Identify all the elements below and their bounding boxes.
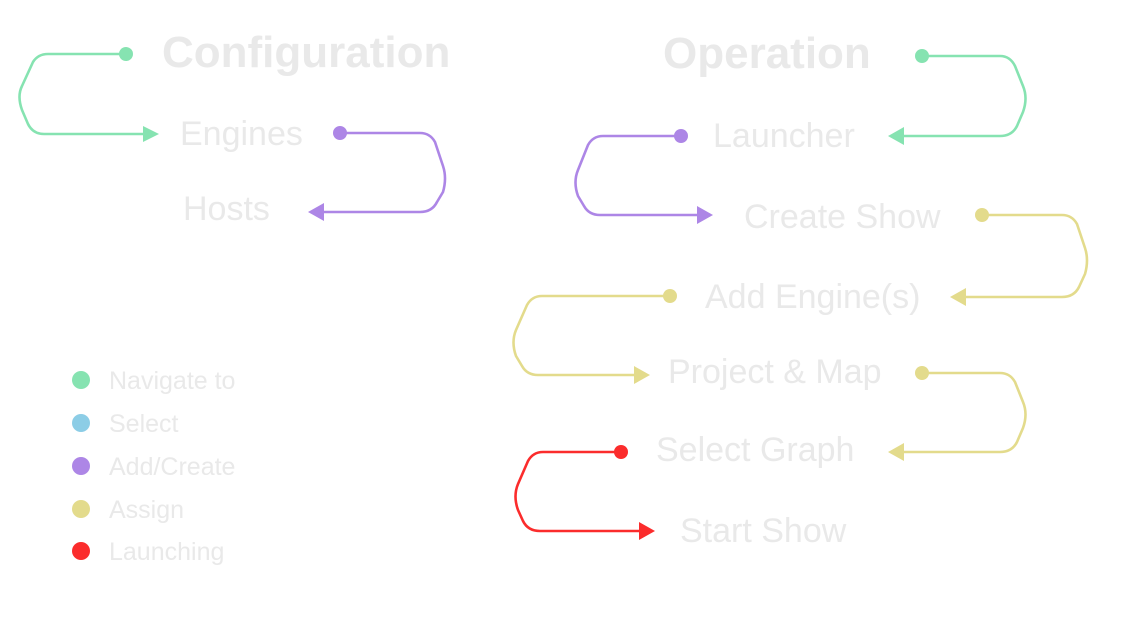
connector-select-graph-to-start-show [514, 445, 655, 540]
connector-operation-to-launcher [888, 49, 1027, 145]
legend: Navigate to Select Add/Create Assign Lau… [72, 367, 235, 566]
legend-swatch [72, 542, 90, 560]
legend-swatch [72, 371, 90, 389]
connector-launcher-to-create-show [574, 129, 713, 224]
legend-label: Add/Create [109, 453, 235, 481]
configuration-heading: Configuration [162, 28, 450, 77]
step-hosts: Hosts [183, 190, 270, 228]
legend-label: Assign [109, 496, 184, 524]
step-create-show: Create Show [744, 198, 941, 236]
step-launcher: Launcher [713, 117, 855, 155]
legend-swatch [72, 500, 90, 518]
step-start-show: Start Show [680, 512, 847, 550]
legend-label: Navigate to [109, 367, 235, 395]
connector-add-engines-to-project-map [512, 289, 677, 384]
connector-configuration-to-engines [18, 47, 159, 142]
legend-item-launching: Launching [72, 538, 224, 566]
step-engines: Engines [180, 115, 303, 153]
legend-item-assign: Assign [72, 496, 184, 524]
step-select-graph: Select Graph [656, 431, 854, 469]
connector-create-show-to-add-engines [950, 208, 1089, 306]
legend-item-select: Select [72, 410, 179, 438]
legend-swatch [72, 414, 90, 432]
operation-heading: Operation [663, 29, 871, 78]
step-project-map: Project & Map [668, 353, 882, 391]
legend-swatch [72, 457, 90, 475]
step-add-engines: Add Engine(s) [705, 278, 920, 316]
legend-item-add-create: Add/Create [72, 453, 235, 481]
legend-label: Select [109, 410, 179, 438]
legend-item-navigate-to: Navigate to [72, 367, 235, 395]
connector-project-map-to-select-graph [888, 366, 1027, 461]
connector-engines-to-hosts [308, 126, 447, 221]
legend-label: Launching [109, 538, 224, 566]
